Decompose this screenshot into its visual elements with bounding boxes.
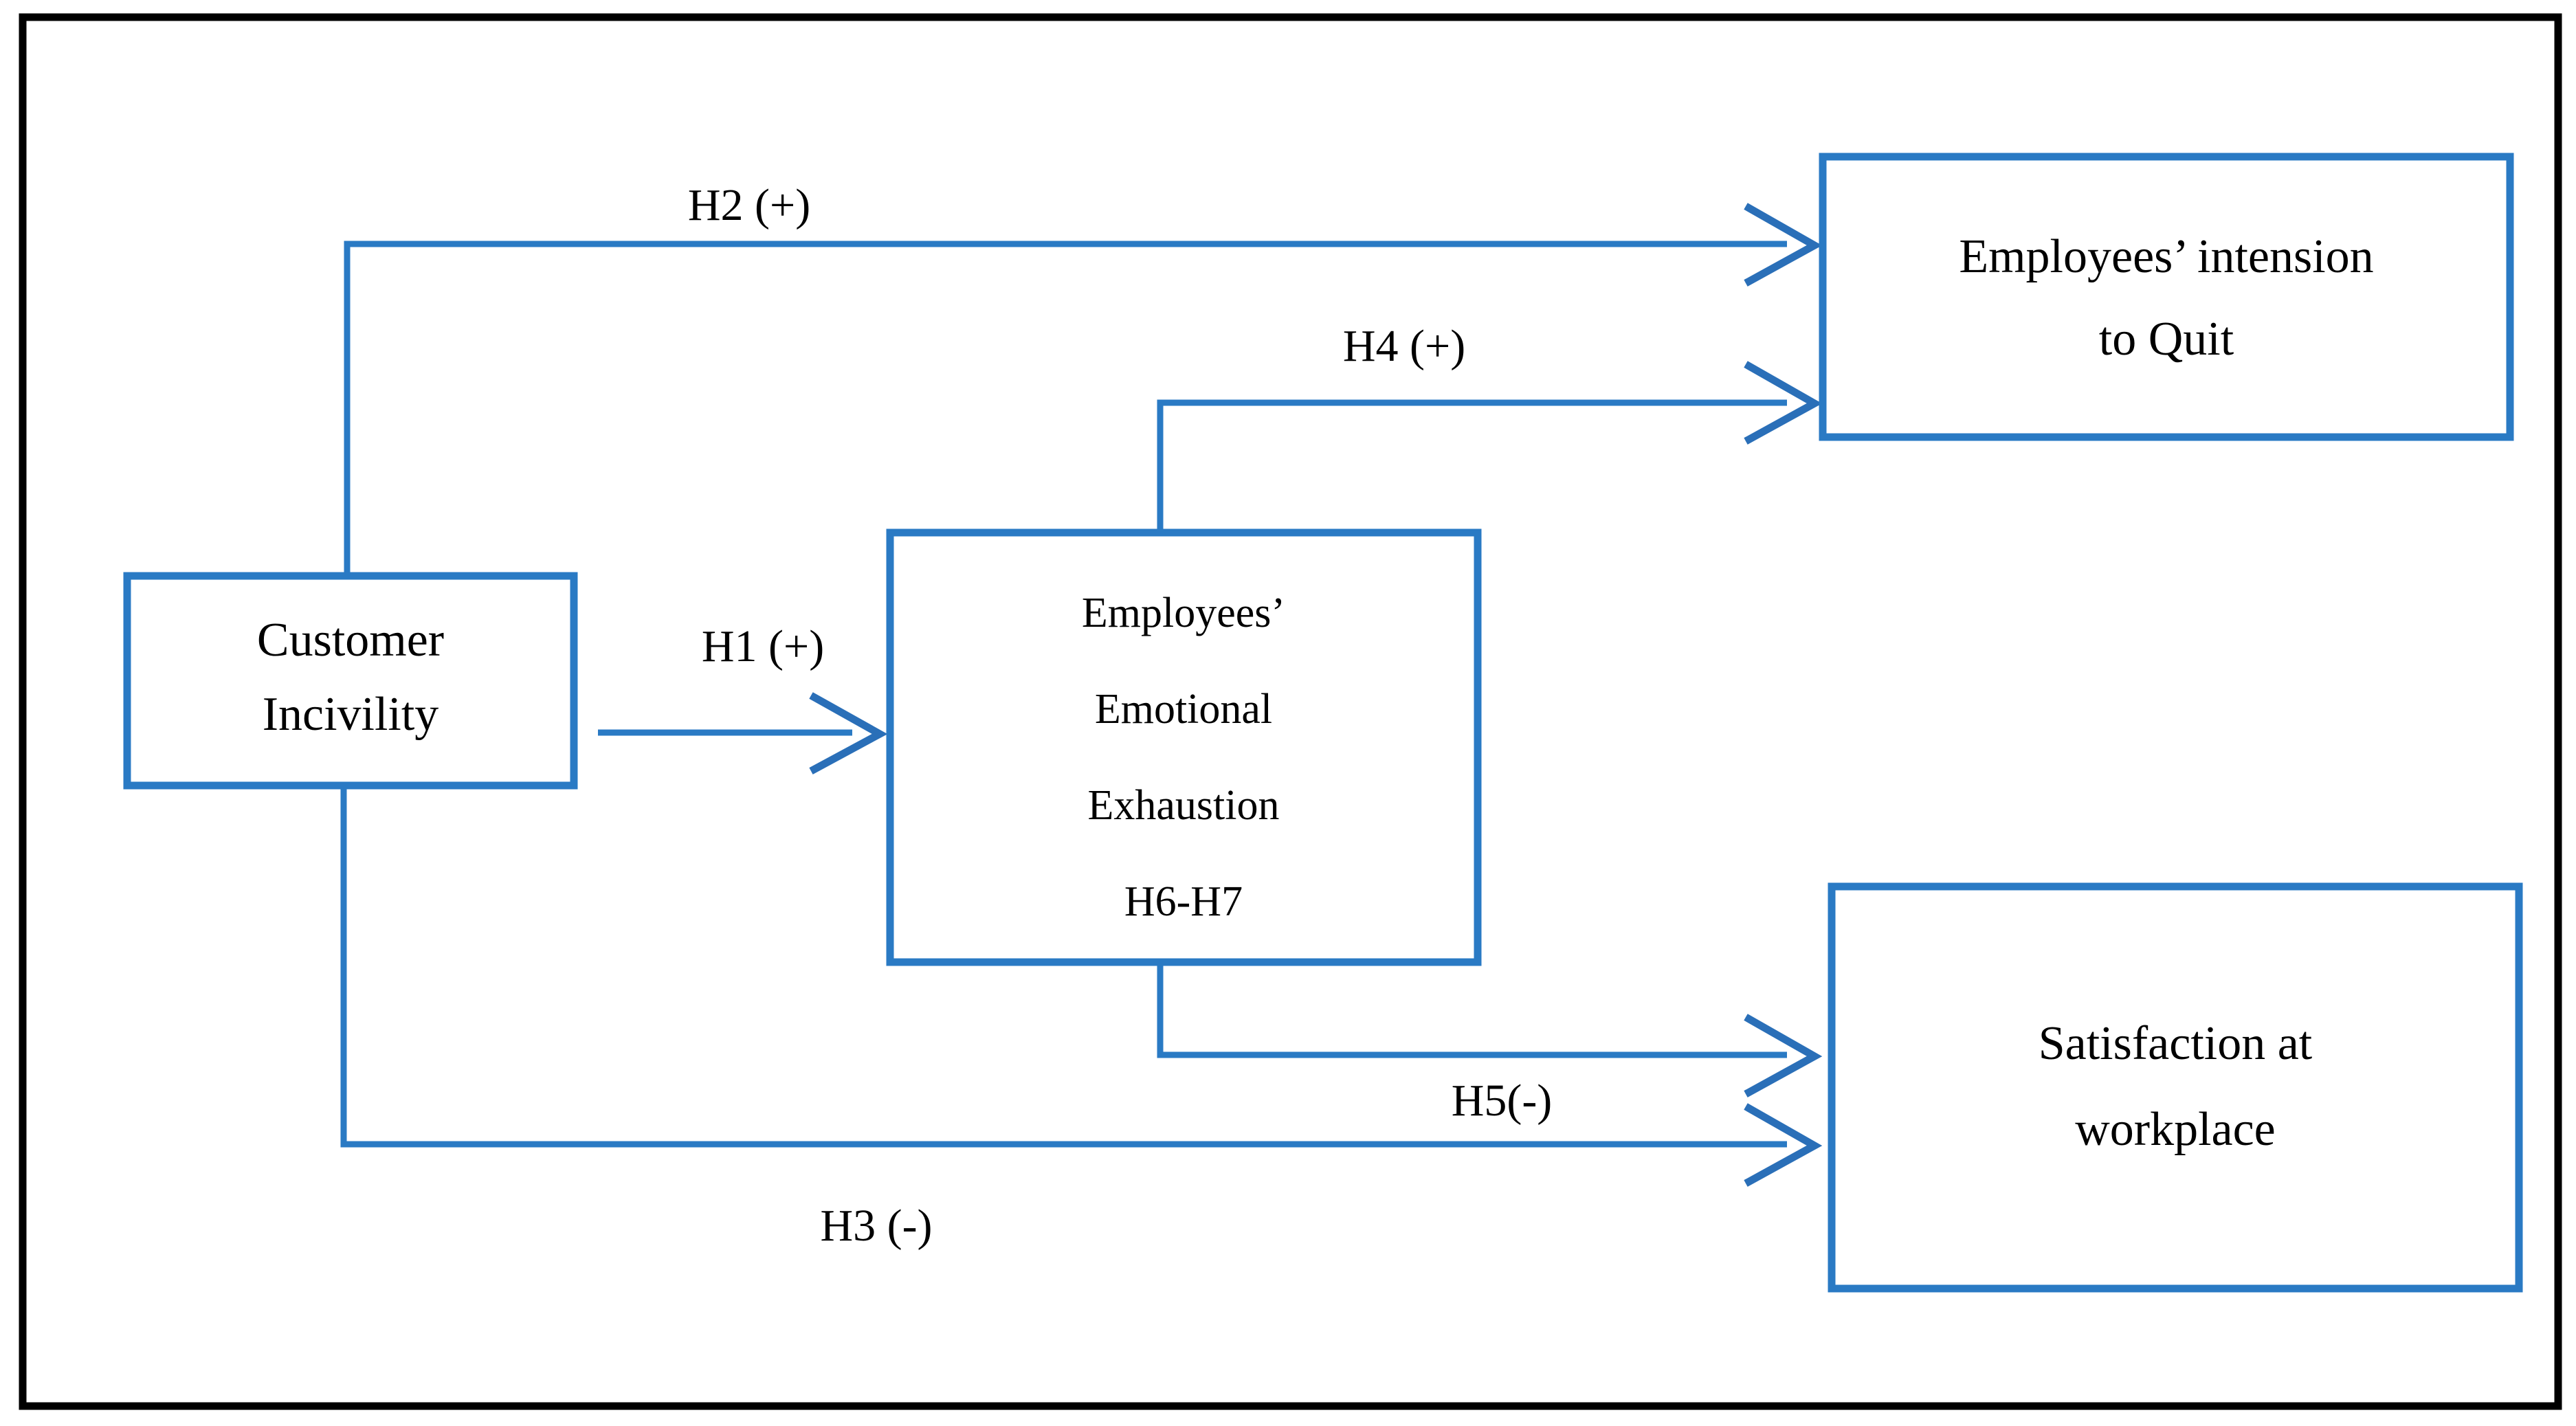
edge-label-h2: H2 (+) [688, 180, 810, 230]
edge-h5-arrowhead [1744, 1014, 1823, 1098]
edge-h5-line [1157, 961, 1787, 1058]
node-emotional-exhaustion-line1: Employees’ [1082, 590, 1285, 636]
node-emotional-exhaustion-box [886, 528, 1482, 966]
node-emotional-exhaustion-line4: H6-H7 [1124, 878, 1243, 925]
node-customer-incivility[interactable]: Customer Incivility [123, 572, 578, 790]
node-intension-to-quit[interactable]: Employees’ intension to Quit [1819, 153, 2514, 441]
node-satisfaction-at-workplace[interactable]: Satisfaction at workplace [1828, 882, 2523, 1293]
node-customer-incivility-box [123, 572, 578, 790]
node-satisfaction-at-workplace-line2: workplace [2075, 1103, 2276, 1156]
edge-h4-arrowhead [1744, 361, 1823, 445]
edge-label-h1: H1 (+) [702, 621, 824, 671]
edge-h2-line [344, 241, 1787, 576]
edge-h2-arrowhead [1744, 203, 1823, 287]
node-emotional-exhaustion-line3: Exhaustion [1088, 782, 1280, 829]
diagram-frame [19, 13, 2562, 1410]
node-intension-to-quit-line1: Employees’ intension [1959, 230, 2373, 283]
node-customer-incivility-line1: Customer [257, 614, 444, 667]
node-emotional-exhaustion-line2: Emotional [1095, 686, 1272, 733]
edge-h3-line [340, 786, 1787, 1148]
node-satisfaction-at-workplace-box [1828, 882, 2523, 1293]
node-satisfaction-at-workplace-line1: Satisfaction at [2039, 1017, 2313, 1070]
edge-label-h3: H3 (-) [820, 1201, 932, 1251]
edge-h4-line [1157, 399, 1787, 536]
node-intension-to-quit-box [1819, 153, 2514, 441]
edge-h1-arrowhead [809, 692, 888, 775]
node-customer-incivility-line2: Incivility [263, 688, 439, 741]
edge-label-h5: H5(-) [1452, 1076, 1553, 1126]
node-intension-to-quit-line2: to Quit [2099, 313, 2234, 366]
node-emotional-exhaustion[interactable]: Employees’ Emotional Exhaustion H6-H7 [886, 528, 1482, 966]
edge-label-h4: H4 (+) [1343, 321, 1465, 371]
edge-h3-arrowhead [1744, 1103, 1823, 1187]
